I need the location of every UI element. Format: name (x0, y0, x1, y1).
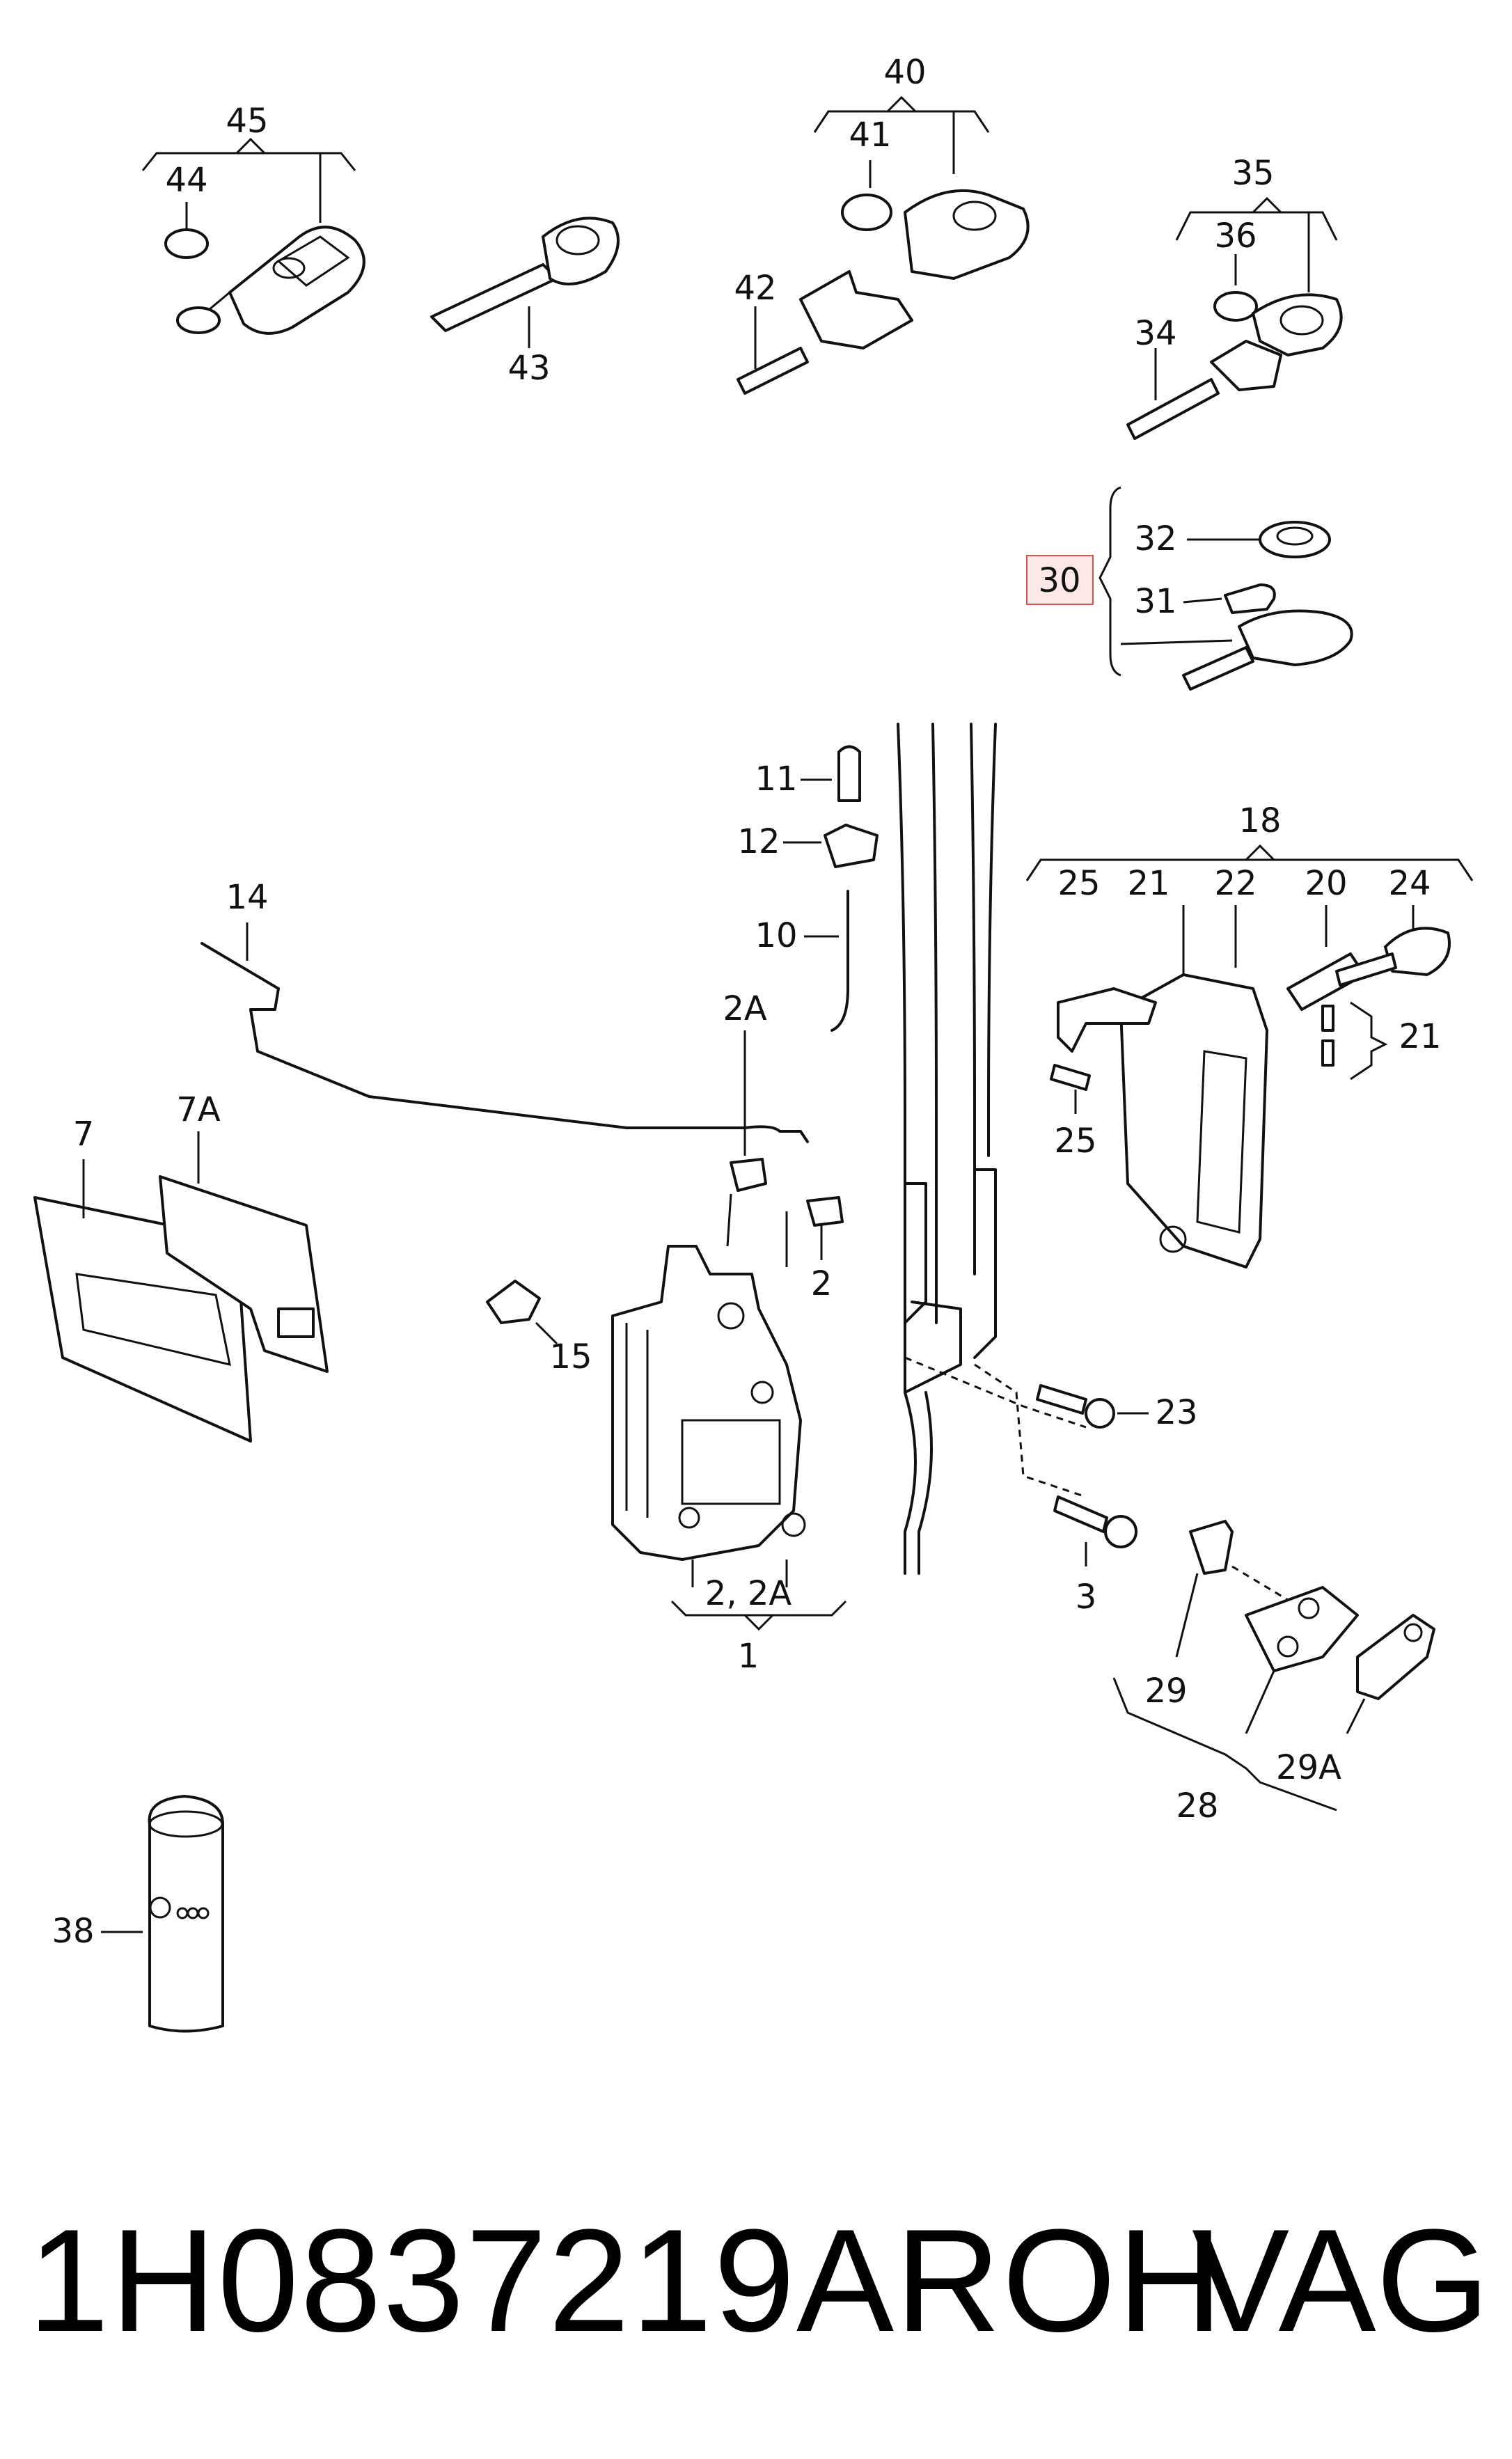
footer: 1H0837219AROH VAG (28, 2197, 1490, 2364)
callout-1: 1 (738, 1637, 759, 1676)
callout-7: 7 (73, 1115, 95, 1154)
pin-11 (801, 745, 861, 802)
callout-14: 14 (226, 878, 268, 917)
callout-31: 31 (1134, 582, 1176, 621)
striker-28 (1112, 1520, 1435, 1812)
callout-36: 36 (1214, 217, 1257, 256)
clip-2a (726, 1030, 767, 1247)
door-lock-assembly-1 (611, 1245, 806, 1587)
callout-45: 45 (226, 102, 268, 141)
callout-28: 28 (1176, 1786, 1218, 1825)
spray-can-38 (101, 1795, 224, 2033)
clip-2 (785, 1196, 844, 1267)
callout-38: 38 (52, 1912, 94, 1951)
callout-10: 10 (755, 916, 797, 955)
pin-25 (1050, 1064, 1091, 1114)
callout-32: 32 (1134, 519, 1176, 558)
callout-35: 35 (1231, 154, 1274, 193)
brand-label: VAG (1192, 2199, 1490, 2362)
callout-41: 41 (849, 116, 891, 155)
callout-43: 43 (507, 349, 550, 388)
callout-21a: 21 (1127, 864, 1170, 903)
callout-7a: 7A (176, 1090, 221, 1129)
clip-12 (783, 824, 879, 868)
handle-bezel-7a (159, 1131, 329, 1373)
callout-29: 29 (1144, 1672, 1187, 1711)
key-group-40 (737, 95, 1030, 395)
callout-25a: 25 (1057, 864, 1100, 903)
callout-22: 22 (1214, 864, 1257, 903)
callout-18: 18 (1238, 801, 1281, 840)
callout-29a: 29A (1276, 1748, 1341, 1787)
callout-2-2a: 2, 2A (705, 1574, 792, 1613)
screw-3 (1053, 1495, 1137, 1566)
callout-11: 11 (755, 760, 797, 799)
callout-34: 34 (1134, 314, 1176, 353)
callout-24: 24 (1388, 864, 1431, 903)
callout-25b: 25 (1054, 1122, 1096, 1161)
outer-handle-22 (1057, 905, 1268, 1268)
callout-21b: 21 (1399, 1017, 1441, 1056)
highlighted-part-30 (1026, 555, 1094, 605)
callout-40: 40 (883, 53, 926, 92)
callout-3: 3 (1076, 1578, 1097, 1617)
key-set-30 (1098, 486, 1353, 691)
callout-30: 30 (1038, 561, 1080, 600)
key-24 (1335, 905, 1451, 987)
callout-23: 23 (1155, 1393, 1197, 1432)
door-pillar (897, 723, 997, 1575)
part-number: 1H0837219AROH (28, 2199, 1224, 2362)
callout-15: 15 (549, 1337, 592, 1376)
callout-20: 20 (1305, 864, 1347, 903)
lock-cylinder-20 (1286, 905, 1366, 1011)
clip-15 (486, 1280, 558, 1345)
callout-44: 44 (165, 161, 207, 200)
callout-2a: 2A (723, 989, 767, 1028)
callout-2: 2 (811, 1264, 833, 1303)
key-blade-43 (430, 217, 620, 348)
callout-12: 12 (737, 822, 780, 861)
screw-23 (1036, 1384, 1149, 1429)
callout-42: 42 (734, 269, 776, 308)
remote-key-45 (141, 137, 365, 335)
springs-21 (1321, 1001, 1388, 1081)
key-group-35 (1126, 196, 1343, 440)
rod-14 (200, 922, 809, 1143)
rod-10 (804, 890, 849, 1032)
